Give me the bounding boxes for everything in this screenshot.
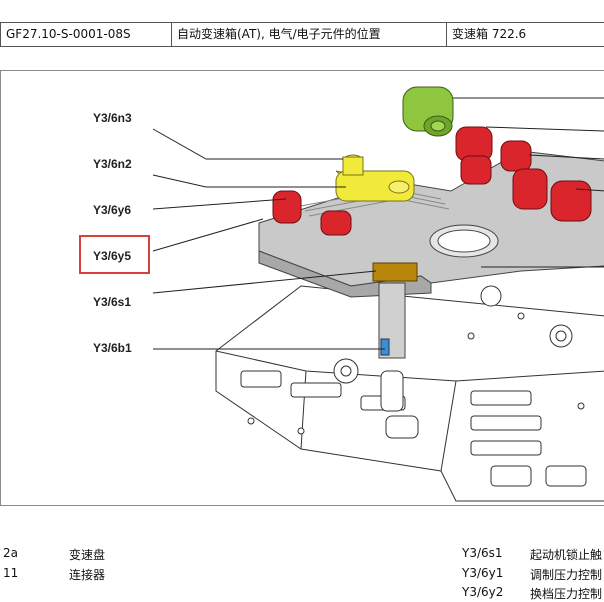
leader-lines	[152, 97, 604, 350]
label-y3-6s1: Y3/6s1	[93, 295, 132, 309]
valve-body-lower	[215, 285, 604, 502]
legend-desc-11: 连接器	[69, 568, 106, 582]
green-connector	[402, 86, 454, 137]
label-y3-6n2: Y3/6n2	[93, 157, 132, 171]
doc-code-cell: GF27.10-S-0001-08S	[0, 23, 172, 46]
red-solenoids	[272, 126, 592, 236]
lock-switch-y3-6s1	[372, 262, 418, 282]
legend-code-2a: 2a	[3, 546, 18, 560]
label-y3-6b1: Y3/6b1	[93, 341, 132, 355]
model-cell: 变速箱 722.6	[452, 27, 527, 41]
document-header-table: GF27.10-S-0001-08S 自动变速箱(AT), 电气/电子元件的位置…	[0, 22, 604, 47]
highlight-box-y3-6y5	[79, 235, 150, 274]
legend-desc-y3-6s1: 起动机锁止触	[530, 548, 603, 562]
valve-body-illustration	[152, 86, 604, 502]
yellow-sensor-block	[335, 154, 415, 202]
speed-sensor-y3-6b1	[380, 338, 390, 356]
electric-plate	[258, 150, 604, 298]
label-y3-6y5: Y3/6y5	[93, 249, 132, 263]
doc-title-cell: 自动变速箱(AT), 电气/电子元件的位置	[172, 23, 447, 46]
legend-code-y3-6y2: Y3/6y2	[462, 585, 504, 599]
label-y3-6y6: Y3/6y6	[93, 203, 132, 217]
label-y3-6n3: Y3/6n3	[93, 111, 132, 125]
legend-code-y3-6s1: Y3/6s1	[462, 546, 503, 560]
legend-code-11: 11	[3, 566, 19, 580]
legend-desc-2a: 变速盘	[69, 548, 106, 562]
component-location-figure: Y3/6n3 Y3/6n2 Y3/6y6 Y3/6y5 Y3/6s1 Y3/6b…	[0, 70, 604, 506]
legend-desc-y3-6y1: 调制压力控制	[530, 568, 603, 582]
legend-code-y3-6y1: Y3/6y1	[462, 566, 504, 580]
legend-desc-y3-6y2: 换档压力控制	[530, 587, 603, 601]
